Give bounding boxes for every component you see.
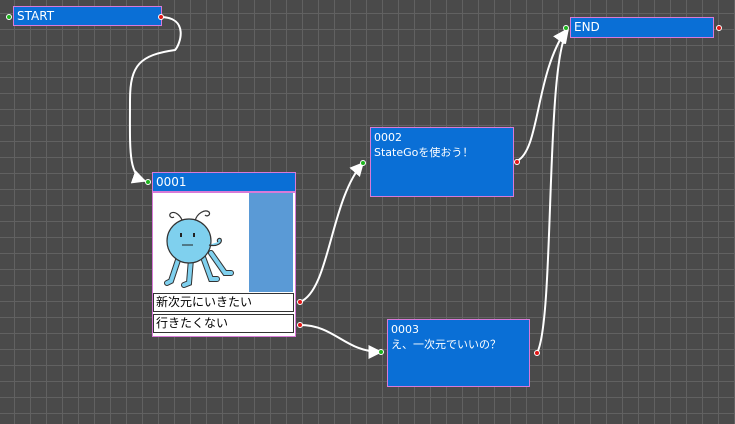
start-node-title: START <box>13 6 162 26</box>
wire-0001-choice1-to-0002 <box>299 161 364 303</box>
character-image <box>153 193 249 292</box>
choice-dont-want-to-go[interactable]: 行きたくない <box>153 314 294 333</box>
node-0003-output-port[interactable] <box>534 350 540 356</box>
node-0003-box: 0003 え、一次元でいいの？ <box>387 319 530 387</box>
node-0002-output-port[interactable] <box>514 159 520 165</box>
end-node[interactable]: END <box>563 16 728 40</box>
choice-go-new-dimension[interactable]: 新次元にいきたい <box>153 293 294 312</box>
start-output-port[interactable] <box>158 14 164 20</box>
node-0002[interactable]: 0002 StateGoを使おう！ <box>360 126 522 198</box>
node-0003-text: え、一次元でいいの？ <box>391 338 501 351</box>
wire-0001-choice2-to-0003 <box>299 324 383 359</box>
node-0002-box: 0002 StateGoを使おう！ <box>370 127 514 197</box>
start-input-port[interactable] <box>6 14 12 20</box>
end-node-title: END <box>570 17 714 38</box>
node-0001-input-port[interactable] <box>145 179 151 185</box>
node-0001[interactable]: 0001 <box>145 171 305 341</box>
node-0003[interactable]: 0003 え、一次元でいいの？ <box>378 318 542 390</box>
wire-0003-to-end <box>536 28 569 354</box>
node-0001-card: 新次元にいきたい 行きたくない <box>152 192 296 337</box>
end-input-port[interactable] <box>563 25 569 31</box>
node-0003-id: 0003 <box>391 323 419 336</box>
wire-0002-to-end <box>516 28 567 162</box>
node-0002-id: 0002 <box>374 131 402 144</box>
choice-2-output-port[interactable] <box>297 322 303 328</box>
node-0002-input-port[interactable] <box>360 160 366 166</box>
choice-1-output-port[interactable] <box>297 299 303 305</box>
start-node[interactable]: START <box>6 5 166 29</box>
node-0002-text: StateGoを使おう！ <box>374 146 474 159</box>
end-output-port[interactable] <box>716 25 722 31</box>
node-0001-title: 0001 <box>152 172 296 192</box>
node-0003-input-port[interactable] <box>378 349 384 355</box>
character-side-panel <box>249 193 293 292</box>
wire-start-to-0001 <box>128 16 182 184</box>
